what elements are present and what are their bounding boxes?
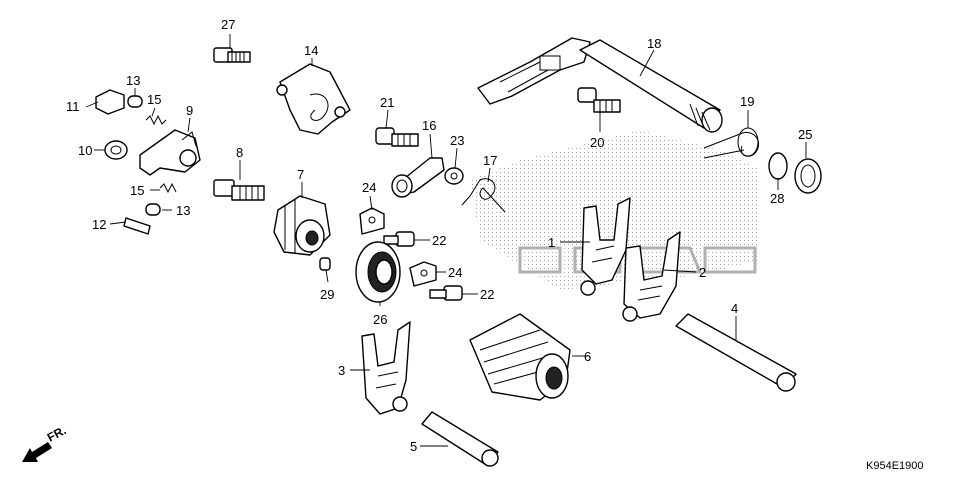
part-6-shift-drum bbox=[469, 313, 571, 401]
callout-3: 3 bbox=[338, 363, 345, 378]
callout-2: 2 bbox=[699, 265, 706, 280]
front-label: FR. bbox=[45, 423, 69, 444]
callout-26: 26 bbox=[373, 312, 387, 327]
part-9-stopper-arm bbox=[139, 129, 201, 176]
part-22-bolt-lower bbox=[429, 285, 463, 301]
part-27-bolt bbox=[213, 47, 251, 63]
part-28-circlip bbox=[768, 152, 788, 180]
callout-9: 9 bbox=[186, 103, 193, 118]
part-20-bolt bbox=[577, 87, 621, 113]
part-2-shift-fork bbox=[622, 231, 681, 322]
callout-19: 19 bbox=[740, 94, 754, 109]
part-26-oil-seal bbox=[355, 241, 401, 303]
part-4-fork-shaft bbox=[675, 313, 797, 392]
callout-22-upper: 22 bbox=[432, 233, 446, 248]
callout-24-upper: 24 bbox=[362, 180, 376, 195]
part-15-spring-lower bbox=[159, 182, 177, 194]
part-8-bolt bbox=[213, 179, 265, 201]
part-3-shift-fork bbox=[361, 321, 411, 415]
callout-24-lower: 24 bbox=[448, 265, 462, 280]
callout-22-lower: 22 bbox=[480, 287, 494, 302]
part-25-washer bbox=[794, 158, 822, 194]
callout-12: 12 bbox=[92, 217, 106, 232]
callout-15-lower: 15 bbox=[130, 183, 144, 198]
callout-8: 8 bbox=[236, 145, 243, 160]
part-21-bolt bbox=[375, 127, 419, 147]
diagram-code: K954E1900 bbox=[866, 460, 924, 472]
part-16-shift-arm bbox=[391, 157, 445, 198]
callout-20: 20 bbox=[590, 135, 604, 150]
part-13-pin-upper bbox=[127, 95, 143, 108]
callout-29: 29 bbox=[320, 287, 334, 302]
callout-10: 10 bbox=[78, 143, 92, 158]
callout-13-upper: 13 bbox=[126, 73, 140, 88]
callout-18: 18 bbox=[647, 36, 661, 51]
part-12-dowel bbox=[123, 217, 151, 235]
part-24-bracket-lower bbox=[409, 261, 437, 287]
callout-5: 5 bbox=[410, 439, 417, 454]
part-14-plate bbox=[276, 63, 351, 135]
callout-14: 14 bbox=[304, 43, 318, 58]
callout-4: 4 bbox=[731, 301, 738, 316]
part-15-spring-upper bbox=[145, 114, 167, 126]
callout-13-lower: 13 bbox=[176, 203, 190, 218]
part-1-shift-fork bbox=[580, 197, 631, 296]
front-arrow-icon bbox=[22, 442, 52, 462]
part-5-drum-shaft bbox=[421, 411, 499, 467]
part-22-bolt-upper bbox=[383, 231, 415, 247]
callout-27: 27 bbox=[221, 17, 235, 32]
watermark-dotted-area bbox=[470, 130, 760, 290]
part-11-cap bbox=[95, 89, 125, 115]
part-13-pin-lower bbox=[145, 203, 161, 216]
callout-23: 23 bbox=[450, 133, 464, 148]
callout-16: 16 bbox=[422, 118, 436, 133]
part-29-pin bbox=[319, 257, 331, 271]
part-23-washer bbox=[444, 167, 464, 185]
callout-21: 21 bbox=[380, 95, 394, 110]
part-7-drum-center bbox=[273, 195, 331, 256]
callout-15-upper: 15 bbox=[147, 92, 161, 107]
callout-labels: 27 14 13 11 15 9 10 8 15 13 12 7 29 21 1… bbox=[66, 17, 812, 454]
callout-17: 17 bbox=[483, 153, 497, 168]
part-18-shift-spindle bbox=[477, 37, 723, 133]
leader-lines bbox=[85, 34, 807, 447]
part-24-bracket-upper bbox=[359, 207, 385, 235]
callout-28: 28 bbox=[770, 191, 784, 206]
part-10-washer bbox=[104, 140, 128, 160]
callout-25: 25 bbox=[798, 127, 812, 142]
callout-1: 1 bbox=[548, 235, 555, 250]
callout-11: 11 bbox=[66, 99, 80, 114]
callout-7: 7 bbox=[297, 167, 304, 182]
callout-6: 6 bbox=[584, 349, 591, 364]
part-17-spring bbox=[461, 178, 506, 213]
front-direction-indicator: FR. bbox=[22, 423, 68, 462]
